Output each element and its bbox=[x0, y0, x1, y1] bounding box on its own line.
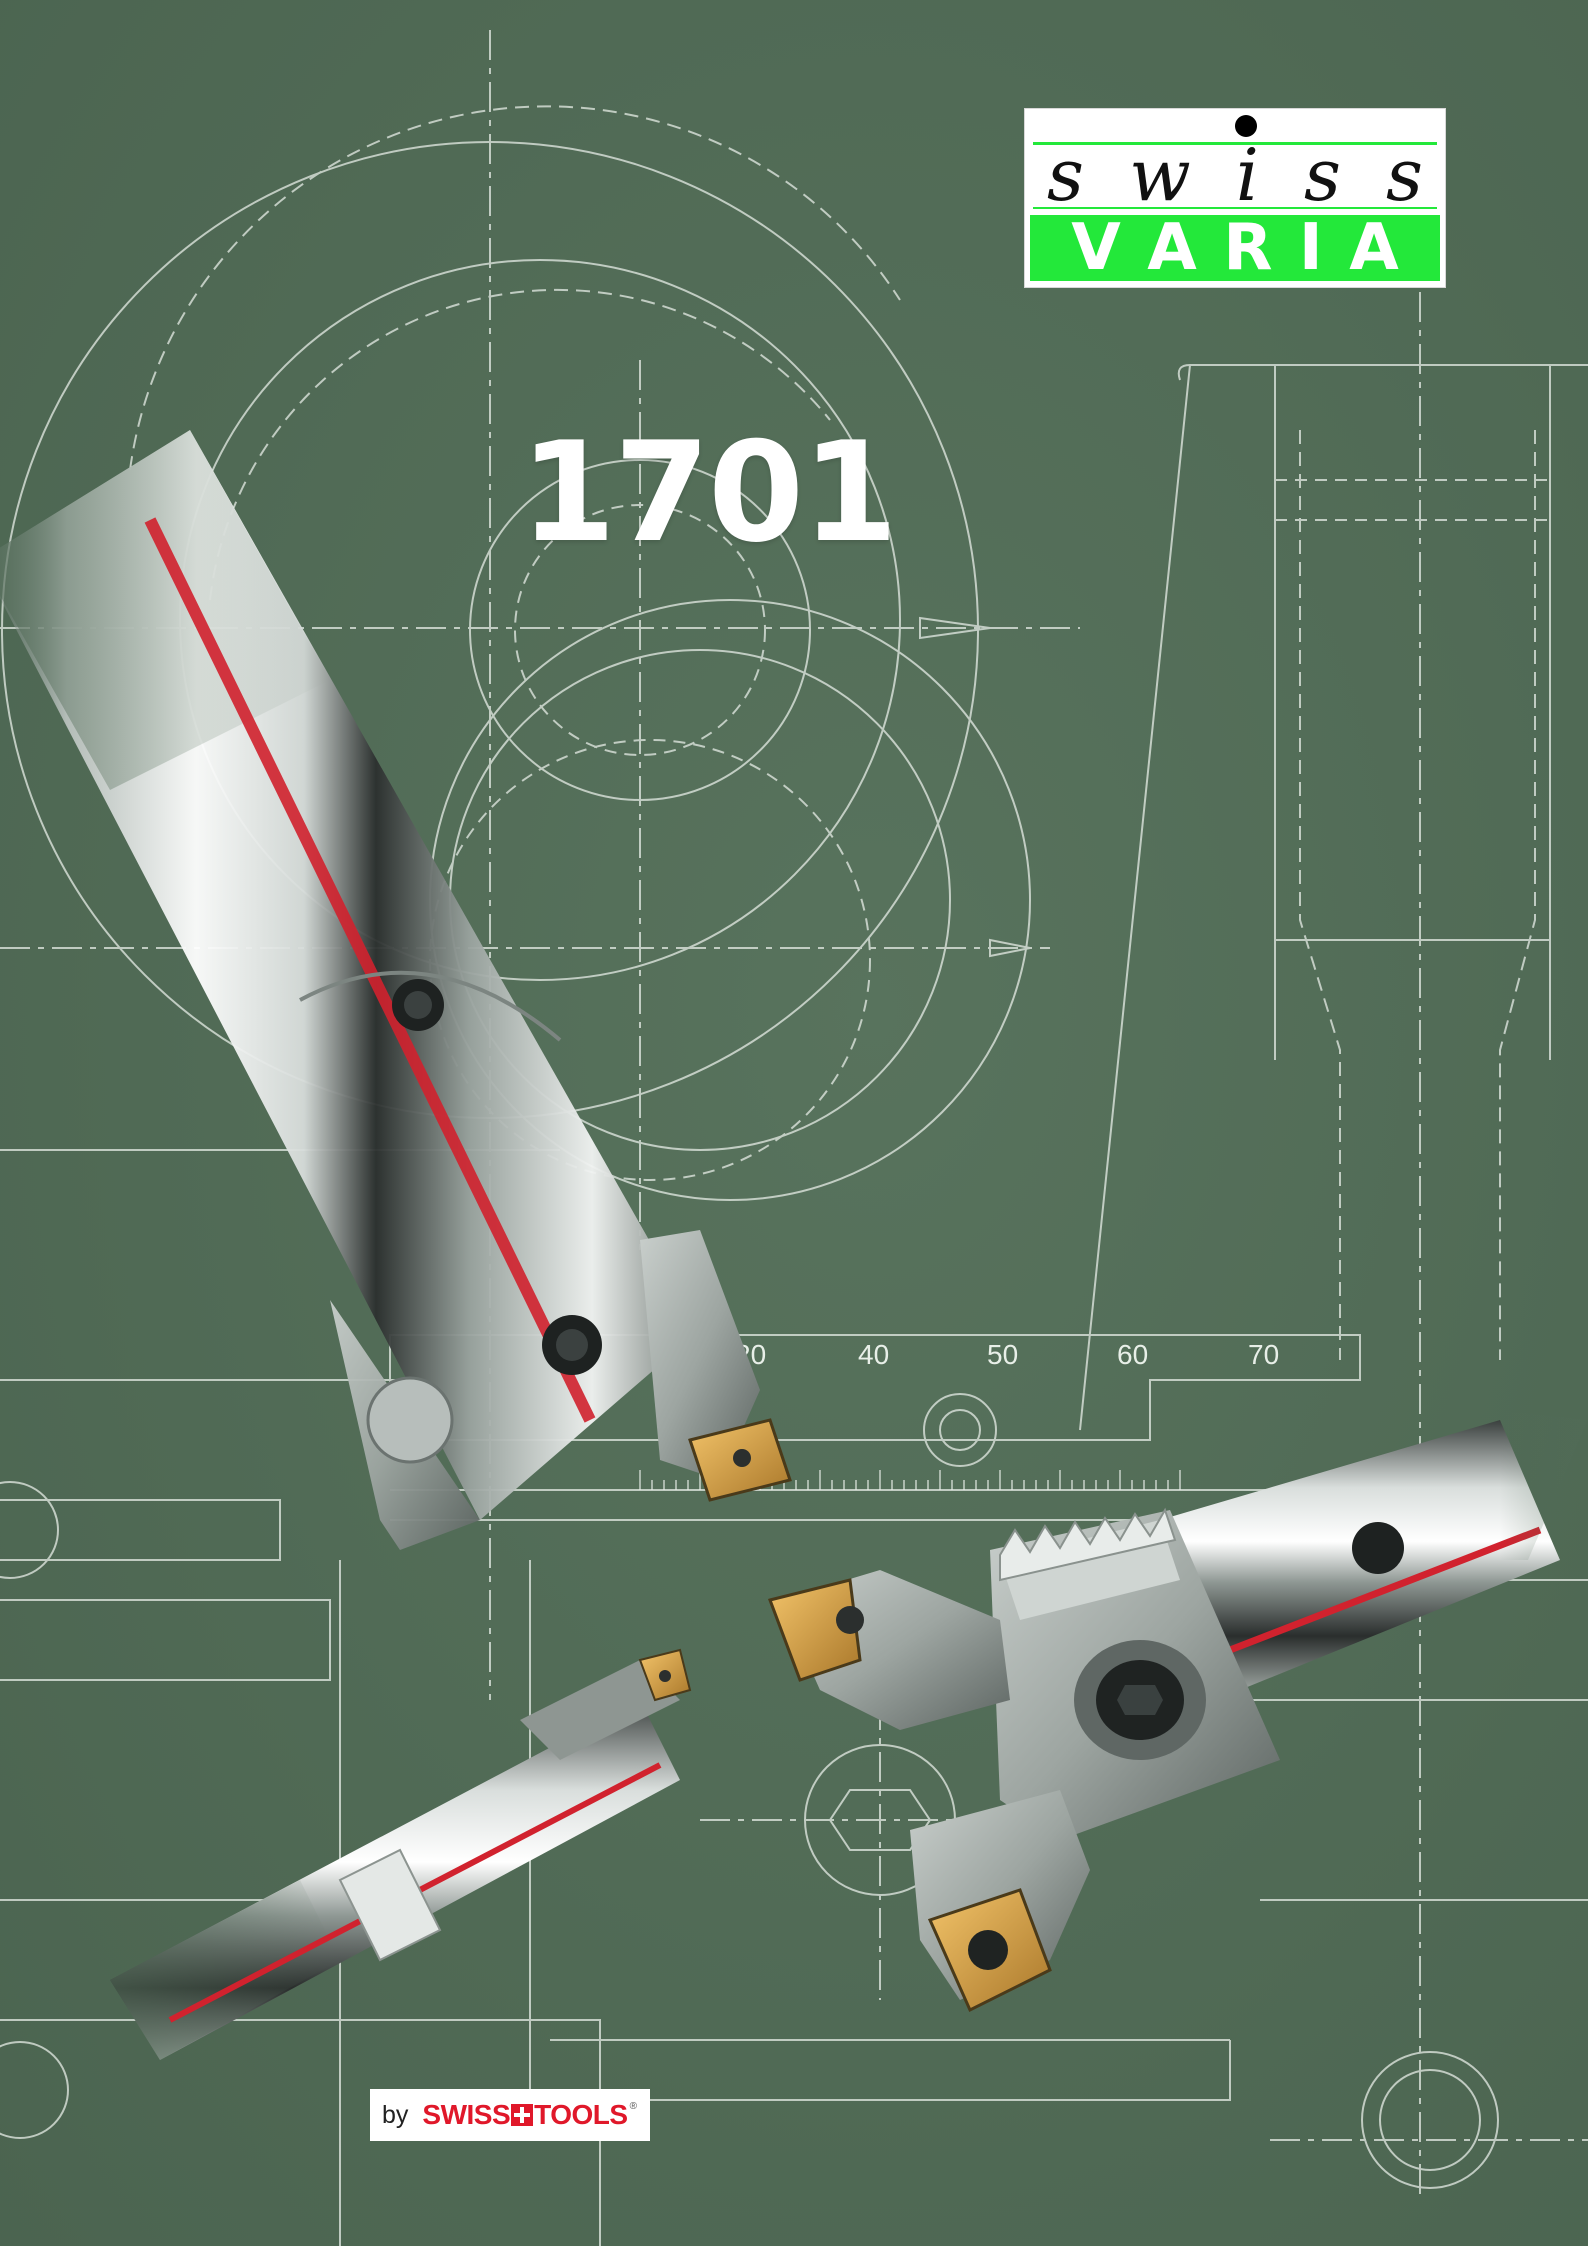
logo-letter: i bbox=[1235, 133, 1259, 217]
logo-letter: s bbox=[1386, 133, 1423, 217]
large-boring-bar bbox=[0, 430, 792, 1550]
scale-label: 60 bbox=[1117, 1339, 1148, 1370]
swiss-tools-byline: by SWISS TOOLS ® bbox=[370, 2089, 650, 2141]
logo-dot bbox=[1235, 115, 1257, 137]
scale-label: 40 bbox=[858, 1339, 889, 1370]
logo-rule-bottom bbox=[1033, 207, 1437, 209]
logo-letter: A bbox=[1349, 211, 1399, 285]
logo-letter: A bbox=[1147, 211, 1197, 285]
fine-boring-head bbox=[768, 1410, 1588, 2013]
scale-label: 70 bbox=[1248, 1339, 1279, 1370]
logo-rule-top bbox=[1033, 142, 1437, 145]
small-boring-bar bbox=[110, 1648, 692, 2060]
logo-wordmark-swiss: s w i s s bbox=[1033, 135, 1437, 215]
byline-brand-tools: TOOLS bbox=[534, 2099, 628, 2130]
swiss-cross-icon bbox=[511, 2104, 534, 2126]
byline-by: by bbox=[382, 2100, 409, 2129]
logo-wordmark-varia: V A R I A bbox=[1030, 215, 1440, 281]
logo-letter: I bbox=[1298, 211, 1323, 285]
scale-label: 50 bbox=[987, 1339, 1018, 1370]
logo-letter: s bbox=[1047, 133, 1084, 217]
byline-brand-swiss: SWISS bbox=[422, 2099, 511, 2130]
ruler-scale-labels: 20 40 50 60 70 bbox=[735, 1339, 1279, 1370]
logo-letter: w bbox=[1129, 133, 1191, 217]
logo-letter: V bbox=[1071, 211, 1121, 285]
logo-letter: s bbox=[1303, 133, 1341, 217]
swiss-varia-logo: s w i s s V A R I A bbox=[1024, 108, 1446, 288]
edition-number: 1701 bbox=[520, 412, 898, 573]
registered-mark: ® bbox=[629, 2101, 637, 2112]
logo-letter: R bbox=[1223, 211, 1273, 285]
